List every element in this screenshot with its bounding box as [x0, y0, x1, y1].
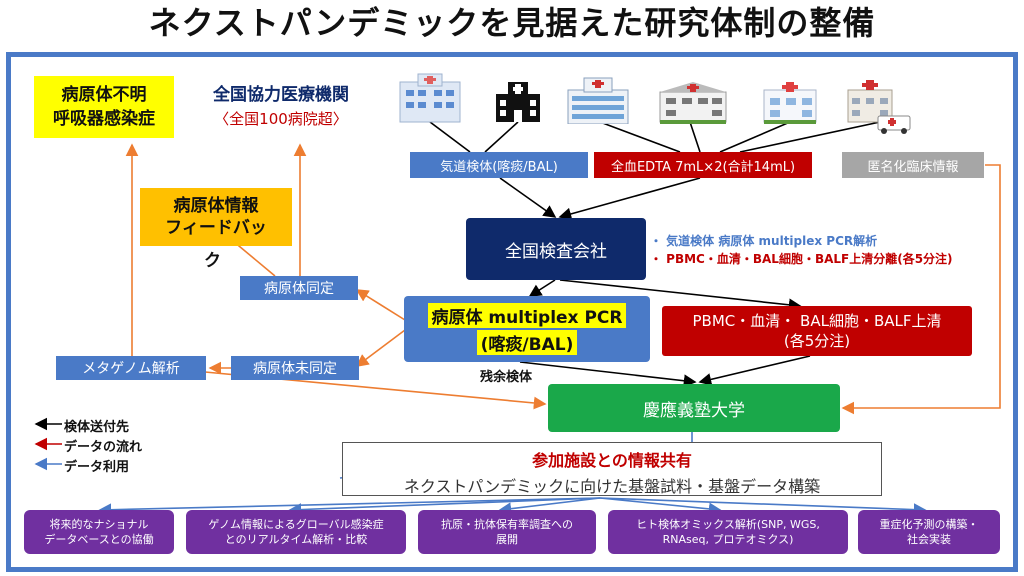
- identified-box: 病原体同定: [240, 276, 358, 300]
- lab-note-pcr: ・ 気道検体 病原体 multiplex PCR解析: [650, 234, 878, 248]
- pcr-line2: (喀痰/BAL): [476, 330, 578, 355]
- output-omics-analysis: ヒト検体オミックス解析(SNP, WGS, RNAseq, プロテオミクス): [608, 510, 848, 554]
- hospital-clinic-icon: [658, 80, 728, 128]
- pcr-box: 病原体 multiplex PCR (喀痰/BAL): [404, 296, 650, 362]
- output-2-line1: ゲノム情報によるグローバル感染症: [208, 518, 384, 531]
- hospital-building-icon: [396, 72, 464, 128]
- unknown-infection-line2: 呼吸器感染症: [53, 109, 155, 129]
- diagram-frame: [6, 52, 1018, 572]
- output-4-line1: ヒト検体オミックス解析(SNP, WGS,: [636, 518, 820, 531]
- hospital-lines: [429, 121, 881, 388]
- output-1-line1: 将来的なナショナル: [49, 518, 149, 531]
- unidentified-box: 病原体未同定: [231, 356, 359, 380]
- separation-line2: (各5分注): [783, 332, 851, 350]
- airway-sample-label: 気道検体(喀痰/BAL): [410, 152, 588, 178]
- anon-clinical-info-label: 匿名化臨床情報: [842, 152, 984, 178]
- legend-label-data-flow: データの流れ: [64, 440, 143, 455]
- feedback-line1: 病原体情報: [173, 196, 259, 216]
- output-genome-analysis: ゲノム情報によるグローバル感染症 とのリアルタイム解析・比較: [186, 510, 406, 554]
- output-5-line2: 社会実装: [907, 533, 951, 546]
- output-2-line2: とのリアルタイム解析・比較: [224, 533, 368, 546]
- output-antibody-survey: 抗原・抗体保有率調査への 展開: [418, 510, 596, 554]
- lab-note-separation: ・ PBMC・血清・BAL細胞・BALF上清分離(各5分注): [650, 252, 953, 266]
- unknown-infection-line1: 病原体不明: [61, 85, 147, 105]
- output-severity-prediction: 重症化予測の構築・ 社会実装: [858, 510, 1000, 554]
- residual-sample-label: 残余検体: [480, 370, 533, 385]
- legend-label-sample: 検体送付先: [64, 420, 130, 435]
- hospitals-subtitle: 〈全国100病院超〉: [214, 110, 348, 128]
- output-5-line1: 重症化予測の構築・: [879, 518, 979, 531]
- separation-line1: PBMC・血清・ BAL細胞・BALF上清: [692, 312, 942, 330]
- national-lab-box: 全国検査会社: [466, 218, 646, 280]
- feedback-line2: フィードバッ: [165, 218, 267, 238]
- hospital-small-icon: [762, 80, 818, 128]
- legend-label-data-use: データ利用: [64, 460, 130, 475]
- metagenome-box: メタゲノム解析: [56, 356, 206, 380]
- whole-blood-label: 全血EDTA 7mL×2(合計14mL): [594, 152, 812, 178]
- output-4-line2: RNAseq, プロテオミクス): [662, 533, 794, 546]
- feedback-line3: ク: [204, 251, 221, 271]
- keio-university-box: 慶應義塾大学: [548, 384, 840, 432]
- feedback-box: 病原体情報 フィードバッ: [140, 188, 292, 246]
- hospital-pictogram-icon: [494, 80, 542, 126]
- separation-box: PBMC・血清・ BAL細胞・BALF上清 (各5分注): [662, 306, 972, 356]
- output-3-line2: 展開: [496, 533, 518, 546]
- pcr-line1: 病原体 multiplex PCR: [427, 303, 627, 328]
- unknown-infection-box: 病原体不明 呼吸器感染症: [34, 76, 174, 138]
- output-1-line2: データベースとの協働: [44, 533, 154, 546]
- hospitals-title: 全国協力医療機関: [213, 85, 349, 105]
- sharing-subtitle: ネクストパンデミックに向けた基盤試料・基盤データ構築: [403, 477, 821, 496]
- sharing-box: 参加施設との情報共有 ネクストパンデミックに向けた基盤試料・基盤データ構築: [342, 442, 882, 496]
- page-title: ネクストパンデミックを見据えた研究体制の整備: [148, 4, 876, 42]
- hospital-tower-icon: [566, 76, 630, 128]
- sharing-title: 参加施設との情報共有: [532, 451, 692, 470]
- output-3-line1: 抗原・抗体保有率調査への: [441, 518, 573, 531]
- hospital-ambulance-icon: [842, 78, 914, 138]
- output-national-database: 将来的なナショナル データベースとの協働: [24, 510, 174, 554]
